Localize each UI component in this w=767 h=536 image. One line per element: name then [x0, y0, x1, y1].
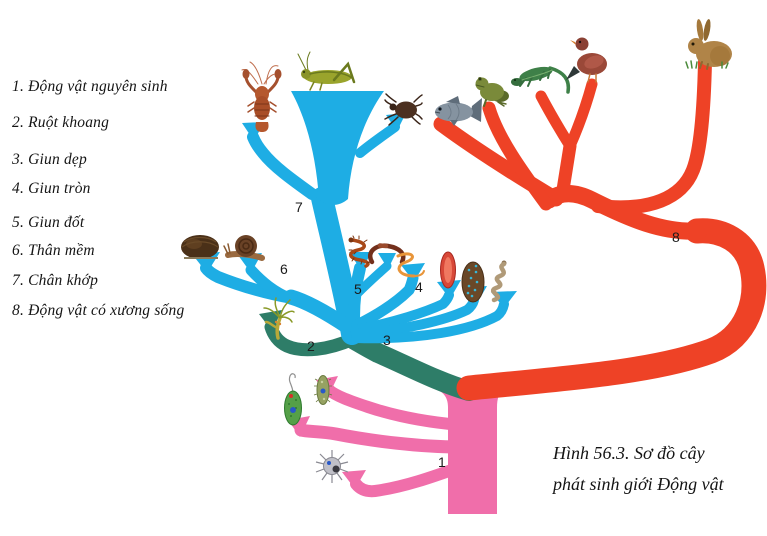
tick-icon — [384, 93, 423, 126]
branch-number-1: 1 — [438, 454, 446, 470]
euglena-icon — [284, 373, 302, 426]
legend-item-protozoa: 1. Động vật nguyên sinh — [12, 78, 168, 95]
fish-icon — [434, 96, 482, 126]
branch-number-7: 7 — [295, 199, 303, 215]
frog-icon — [475, 77, 509, 107]
clam-icon — [181, 235, 219, 259]
legend-item-coelenterata: 2. Ruột khoang — [12, 114, 110, 131]
arthropod-trumpet — [291, 91, 384, 205]
legend-item-flatworms: 3. Giun dẹp — [12, 151, 87, 168]
branch-number-5: 5 — [354, 281, 362, 297]
snail-icon — [223, 235, 265, 261]
branch-number-8: 8 — [672, 229, 680, 245]
branch-number-4: 4 — [415, 279, 423, 295]
legend-item-vertebrates: 8. Động vật có xương sống — [12, 302, 185, 319]
lizard-icon — [511, 66, 571, 94]
branch-number-2: 2 — [307, 338, 315, 354]
legend-item-arthropods: 7. Chân khớp — [12, 272, 99, 289]
liver-fluke-icon — [440, 251, 456, 289]
hydra-icon — [263, 297, 295, 340]
caption-line-1: Hình 56.3. Sơ đồ cây — [553, 443, 705, 463]
vertebrate-branches — [433, 55, 767, 401]
caption-line-2: phát sinh giới Động vật — [553, 474, 724, 494]
legend-item-annelids: 5. Giun đốt — [12, 214, 85, 231]
pigeon-icon — [566, 37, 607, 83]
branch-number-3: 3 — [383, 332, 391, 348]
grasshopper-icon — [297, 51, 356, 91]
branch-number-6: 6 — [280, 261, 288, 277]
radiolarian-icon — [315, 450, 349, 483]
invertebrate-branches — [192, 91, 517, 345]
paramecium-icon — [313, 375, 333, 405]
legend-item-roundworms: 4. Giun tròn — [12, 180, 91, 197]
crayfish-icon — [241, 61, 282, 132]
roundworm-icon — [396, 252, 425, 278]
rabbit-icon — [685, 19, 732, 70]
planaria-icon — [461, 261, 485, 303]
legend-item-mollusks: 6. Thân mềm — [12, 242, 95, 259]
centipede-icon — [348, 235, 371, 268]
tapeworm-icon — [490, 260, 507, 303]
